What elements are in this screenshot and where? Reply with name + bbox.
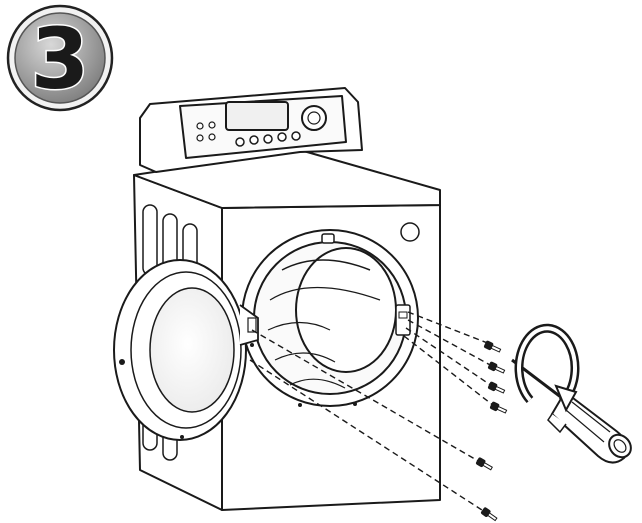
display-screen [225,101,289,131]
control-button[interactable] [263,134,273,144]
hinge-plate [395,304,411,336]
screw-icon [480,507,498,522]
door-glass [149,287,235,413]
control-button[interactable] [235,137,245,147]
control-buttons [235,131,301,147]
control-button[interactable] [277,132,287,142]
screwdriver-icon [511,358,632,464]
open-door-icon [113,259,259,441]
screw-icon [489,401,508,414]
screw-paths [249,311,495,513]
door-latch [321,233,335,244]
step-badge: 3 [6,4,114,112]
step-number: 3 [31,10,89,108]
screw-icon [483,340,502,353]
screw-icon [475,457,493,471]
sensor-icon [400,222,420,242]
door-opening [241,229,419,407]
control-button[interactable] [249,135,259,145]
screw-icon [487,361,506,374]
control-button[interactable] [291,131,301,141]
screw-icon [487,381,506,394]
counterclockwise-arrow-icon [514,323,580,413]
screws [475,340,508,522]
left-buttons [196,121,216,142]
